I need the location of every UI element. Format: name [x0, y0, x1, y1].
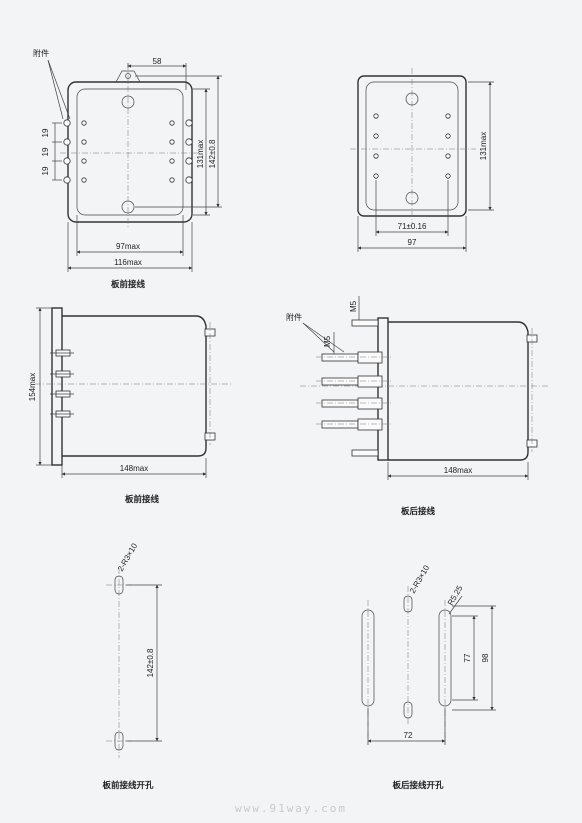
- dim-radius: R5.25: [446, 584, 465, 607]
- caption-front-side: 板前接线: [125, 494, 160, 505]
- front-cutout-view: 2-R3×10 142±0.8 板前接线开孔: [102, 541, 162, 791]
- caption-rear-cutout: 板后接线开孔: [392, 780, 444, 791]
- accessory-label: 附件: [286, 312, 302, 322]
- terminal-pins-left: [63, 119, 87, 184]
- cutout-slot-long: [361, 609, 375, 707]
- watermark: www.91way.com: [235, 802, 347, 815]
- relay-body-outline: [67, 81, 193, 223]
- dim-hole-distance: 71±0.16: [398, 222, 427, 231]
- dim-pitch-3: 19: [41, 166, 50, 175]
- mounting-screw: [351, 449, 379, 457]
- rear-top-view: 131max 71±0.16 97: [350, 68, 494, 252]
- dim-height: 131max: [479, 132, 488, 160]
- front-top-view: 附件 58 19 19 19 142±0.8 131max 97max: [33, 48, 222, 290]
- caption-front-cutout: 板前接线开孔: [102, 780, 154, 791]
- dim-width: 72: [404, 731, 413, 740]
- dim-width: 97: [408, 238, 417, 247]
- relay-body-inner: [76, 88, 184, 216]
- dim-outer-height: 98: [481, 653, 490, 662]
- dim-inner-height: 131max: [196, 140, 205, 168]
- cutout-slot-long: [438, 609, 452, 707]
- caption-rear-side: 板后接线: [401, 506, 436, 517]
- dim-holes: 2-R3×10: [116, 541, 140, 573]
- terminal-pins: [373, 113, 451, 179]
- relay-housing: [388, 321, 529, 461]
- front-side-view: 154max 148max 板前接线: [28, 307, 232, 505]
- dim-slot-length: 77: [463, 653, 472, 662]
- dim-outer-width: 116max: [114, 258, 142, 267]
- mounting-screw: [351, 319, 379, 327]
- rear-cutout-view: 2-R3×10 R5.25 77 98 72 板后接线开孔: [361, 563, 496, 791]
- accessory-label: 附件: [33, 48, 49, 58]
- dim-thread-2: M5: [349, 300, 358, 312]
- dim-thread-1: M5: [323, 335, 332, 347]
- mounting-plate: [377, 317, 389, 461]
- dim-holes: 2-R3×10: [408, 563, 432, 595]
- dim-inner-width: 97max: [116, 242, 140, 251]
- dim-hole-distance: 142±0.8: [208, 139, 217, 168]
- rear-studs: [316, 351, 392, 431]
- dim-pitch-1: 19: [41, 128, 50, 137]
- rear-side-view: 附件 M5 M5 148max 板后接线: [286, 296, 548, 517]
- caption-front-top: 板前接线: [111, 279, 146, 290]
- dim-length: 148max: [444, 466, 472, 475]
- dim-length: 148max: [120, 464, 148, 473]
- front-terminals: [50, 349, 74, 418]
- relay-housing: [62, 315, 207, 457]
- dim-pitch-2: 19: [41, 147, 50, 156]
- mounting-plate: [51, 307, 63, 466]
- dim-top-width: 58: [153, 57, 162, 66]
- mounting-lug: [115, 70, 141, 83]
- dim-hole-distance: 142±0.8: [146, 648, 155, 677]
- terminal-pins-right: [169, 119, 193, 184]
- dim-height: 154max: [28, 373, 37, 401]
